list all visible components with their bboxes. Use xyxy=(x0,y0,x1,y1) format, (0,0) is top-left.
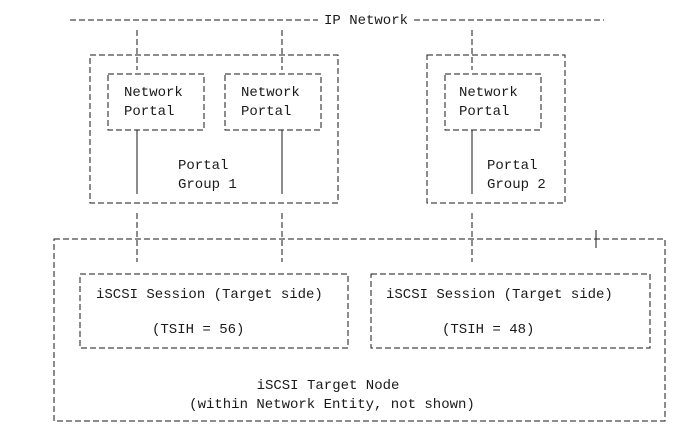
ip-network-label: IP Network xyxy=(324,13,408,29)
network-portal-1 xyxy=(107,73,205,131)
iscsi-target-node: iSCSI Session (Target side) (TSIH = 56) … xyxy=(53,238,666,422)
network-portal-3 xyxy=(444,73,542,131)
portal-group-2-label-line1: Portal xyxy=(487,158,537,174)
network-portal-2 xyxy=(224,73,322,131)
portal-group-1: Network Portal Network Portal Portal Gro… xyxy=(89,54,339,204)
session-2: iSCSI Session (Target side) (TSIH = 48) xyxy=(370,273,651,349)
network-portal-2-line2: Portal xyxy=(241,104,291,120)
network-portal-3-line1: Network xyxy=(459,85,518,101)
node-connection-lines xyxy=(136,213,597,262)
session-2-tsih: (TSIH = 48) xyxy=(442,322,534,338)
network-portal-1-line1: Network xyxy=(124,85,183,101)
ip-network-bus: IP Network xyxy=(70,13,604,29)
target-node-title: iSCSI Target Node xyxy=(257,378,400,394)
session-1: iSCSI Session (Target side) (TSIH = 56) xyxy=(79,273,349,349)
target-node-subtitle: (within Network Entity, not shown) xyxy=(189,397,475,413)
portal-group-2-label-line2: Group 2 xyxy=(487,177,546,193)
network-portal-2-line1: Network xyxy=(241,85,300,101)
network-portal-1-line2: Portal xyxy=(124,104,174,120)
session-1-title: iSCSI Session (Target side) xyxy=(96,287,323,303)
portal-group-2: Network Portal Portal Group 2 xyxy=(426,54,566,204)
network-drop-lines xyxy=(136,30,473,70)
portal-group-1-label-line2: Group 1 xyxy=(178,177,237,193)
network-portal-3-line2: Portal xyxy=(459,104,509,120)
session-1-tsih: (TSIH = 56) xyxy=(152,322,244,338)
session-2-title: iSCSI Session (Target side) xyxy=(386,287,613,303)
portal-group-1-label-line1: Portal xyxy=(178,158,228,174)
